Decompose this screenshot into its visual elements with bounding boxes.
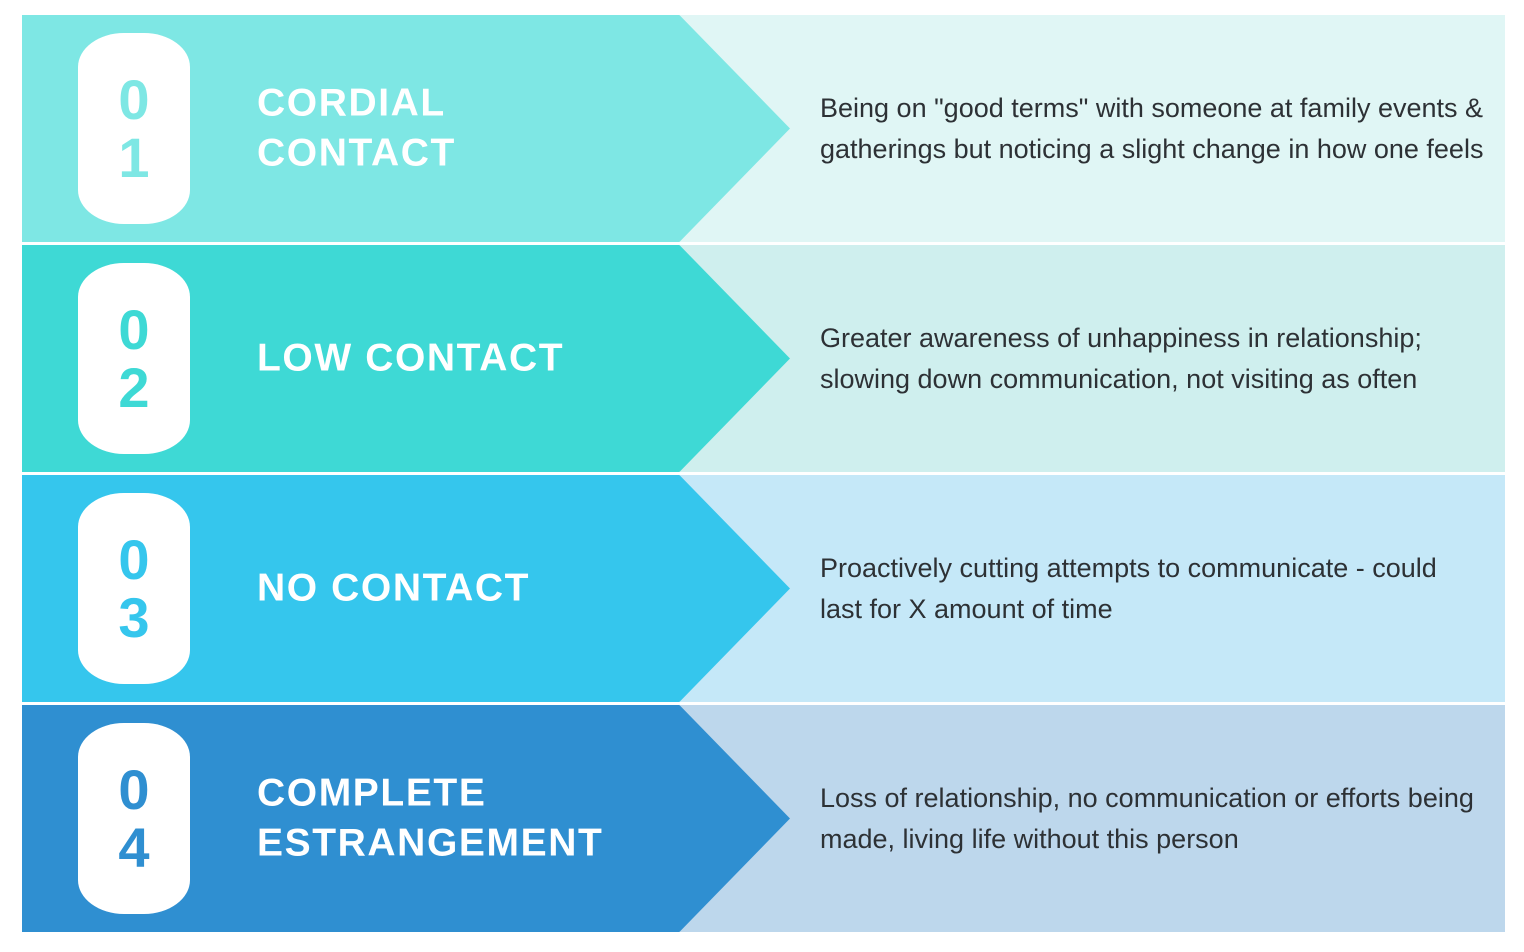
stage-description-text: Being on "good terms" with someone at fa… xyxy=(820,92,1484,164)
stage-description-panel: Loss of relationship, no communication o… xyxy=(680,705,1505,932)
stage-arrow-shape: 0 1 CORDIAL CONTACT xyxy=(22,15,790,242)
stage-number-digit-top: 0 xyxy=(118,298,150,362)
stage-number-badge: 0 2 xyxy=(78,263,190,454)
stage-description-text: Greater awareness of unhappiness in rela… xyxy=(820,322,1422,394)
stage-number-badge: 0 1 xyxy=(78,33,190,224)
stage-description-text: Loss of relationship, no communication o… xyxy=(820,782,1474,854)
stage-description-panel: Being on "good terms" with someone at fa… xyxy=(680,15,1505,242)
stage-row: Proactively cutting attempts to communic… xyxy=(0,475,1524,702)
stage-number-digit-bottom: 3 xyxy=(118,585,150,649)
stage-title: NO CONTACT xyxy=(257,566,531,610)
stage-title: CORDIAL CONTACT xyxy=(257,80,456,175)
stage-number-digit-bottom: 1 xyxy=(118,125,150,189)
stage-row: Loss of relationship, no communication o… xyxy=(0,705,1524,932)
stage-row: Being on "good terms" with someone at fa… xyxy=(0,15,1524,242)
stage-description-panel: Greater awareness of unhappiness in rela… xyxy=(680,245,1505,472)
stage-title: COMPLETE ESTRANGEMENT xyxy=(257,770,604,865)
stage-row: Greater awareness of unhappiness in rela… xyxy=(0,245,1524,472)
stage-number-digit-top: 0 xyxy=(118,68,150,132)
stage-number-digit-bottom: 4 xyxy=(118,815,150,879)
stage-arrow-shape: 0 4 COMPLETE ESTRANGEMENT xyxy=(22,705,790,932)
stage-description-text: Proactively cutting attempts to communic… xyxy=(820,552,1437,624)
stage-arrow-shape: 0 2 LOW CONTACT xyxy=(22,245,790,472)
stage-number-badge: 0 3 xyxy=(78,493,190,684)
stage-number-digit-top: 0 xyxy=(118,758,150,822)
stage-number-digit-top: 0 xyxy=(118,528,150,592)
stage-number-badge: 0 4 xyxy=(78,723,190,914)
stage-arrow-shape: 0 3 NO CONTACT xyxy=(22,475,790,702)
stage-title: LOW CONTACT xyxy=(257,336,565,380)
stage-description-panel: Proactively cutting attempts to communic… xyxy=(680,475,1505,702)
stage-number-digit-bottom: 2 xyxy=(118,355,150,419)
